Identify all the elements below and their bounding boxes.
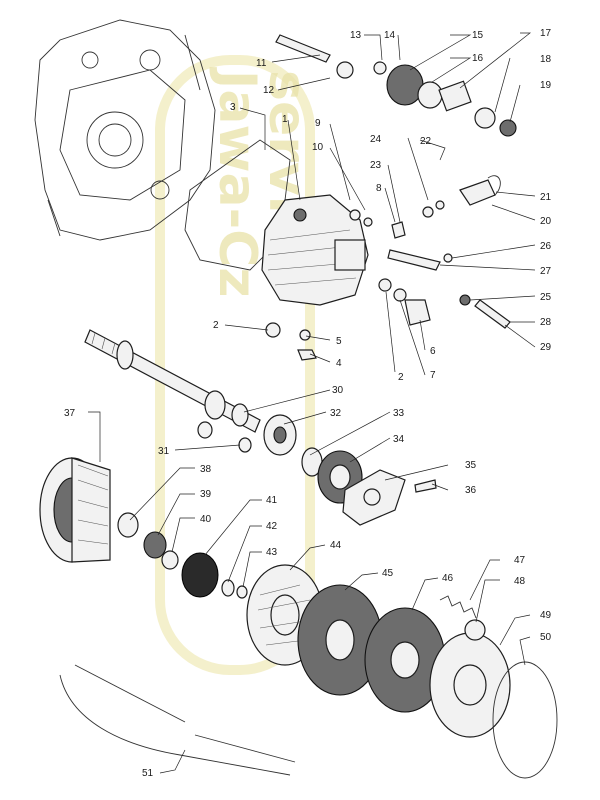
callout-30: 30 xyxy=(332,385,344,396)
callout-7: 7 xyxy=(430,370,436,381)
callout-36: 36 xyxy=(465,485,477,496)
clutch-cable xyxy=(59,664,296,776)
callout-13: 13 xyxy=(350,30,362,41)
callout-2a: 2 xyxy=(213,320,219,331)
callout-9: 9 xyxy=(315,118,321,129)
callout-44: 44 xyxy=(330,540,342,551)
callout-16: 16 xyxy=(472,53,484,64)
callout-28: 28 xyxy=(540,317,552,328)
callout-49: 49 xyxy=(540,610,552,621)
callout-35: 35 xyxy=(465,460,477,471)
retainer-plate xyxy=(342,469,437,526)
callout-15: 15 xyxy=(472,30,484,41)
clutch-plates xyxy=(246,564,558,779)
callout-18: 18 xyxy=(540,54,552,65)
selector-parts xyxy=(378,175,511,329)
callout-24: 24 xyxy=(370,134,382,145)
callout-12: 12 xyxy=(263,85,275,96)
callout-5: 5 xyxy=(336,336,342,347)
callout-46: 46 xyxy=(442,573,454,584)
callout-50: 50 xyxy=(540,632,552,643)
callout-23: 23 xyxy=(370,160,382,171)
callout-47: 47 xyxy=(514,555,526,566)
clutch-drum xyxy=(39,457,111,563)
callout-43: 43 xyxy=(266,547,278,558)
callout-34: 34 xyxy=(393,434,405,445)
callout-3: 3 xyxy=(230,102,236,113)
callout-14: 14 xyxy=(384,30,396,41)
leader-lines xyxy=(88,32,536,774)
clutch-spring xyxy=(439,595,486,641)
callout-20: 20 xyxy=(540,216,552,227)
callout-42: 42 xyxy=(266,521,278,532)
callout-22: 22 xyxy=(420,136,432,147)
callout-45: 45 xyxy=(382,568,394,579)
callout-4: 4 xyxy=(336,358,342,369)
clutch-hub-parts xyxy=(117,512,248,599)
crankcase-sketch xyxy=(34,19,216,241)
primary-gear xyxy=(197,414,297,456)
callout-numbers: 1 2 2 3 4 5 6 7 8 9 10 11 12 13 14 15 16… xyxy=(64,28,552,779)
callout-17: 17 xyxy=(540,28,552,39)
callout-8: 8 xyxy=(376,183,382,194)
watermark-line-1: Jawa-Cz xyxy=(207,67,267,298)
callout-39: 39 xyxy=(200,489,212,500)
callout-19: 19 xyxy=(540,80,552,91)
clutch-cover xyxy=(261,194,369,306)
callout-6: 6 xyxy=(430,346,436,357)
callout-41: 41 xyxy=(266,495,278,506)
callout-1: 1 xyxy=(282,114,288,125)
callout-51: 51 xyxy=(142,768,154,779)
main-shaft xyxy=(84,329,261,433)
callout-25: 25 xyxy=(540,292,552,303)
callout-48: 48 xyxy=(514,576,526,587)
callout-37: 37 xyxy=(64,408,76,419)
callout-29: 29 xyxy=(540,342,552,353)
callout-31: 31 xyxy=(158,446,170,457)
callout-38: 38 xyxy=(200,464,212,475)
callout-10: 10 xyxy=(312,142,324,153)
callout-33: 33 xyxy=(393,408,405,419)
callout-2b: 2 xyxy=(398,372,404,383)
callout-26: 26 xyxy=(540,241,552,252)
callout-11: 11 xyxy=(256,58,267,69)
callout-21: 21 xyxy=(540,192,552,203)
callout-40: 40 xyxy=(200,514,212,525)
callout-32: 32 xyxy=(330,408,342,419)
callout-27: 27 xyxy=(540,266,552,277)
kickstart-shaft xyxy=(275,34,517,137)
